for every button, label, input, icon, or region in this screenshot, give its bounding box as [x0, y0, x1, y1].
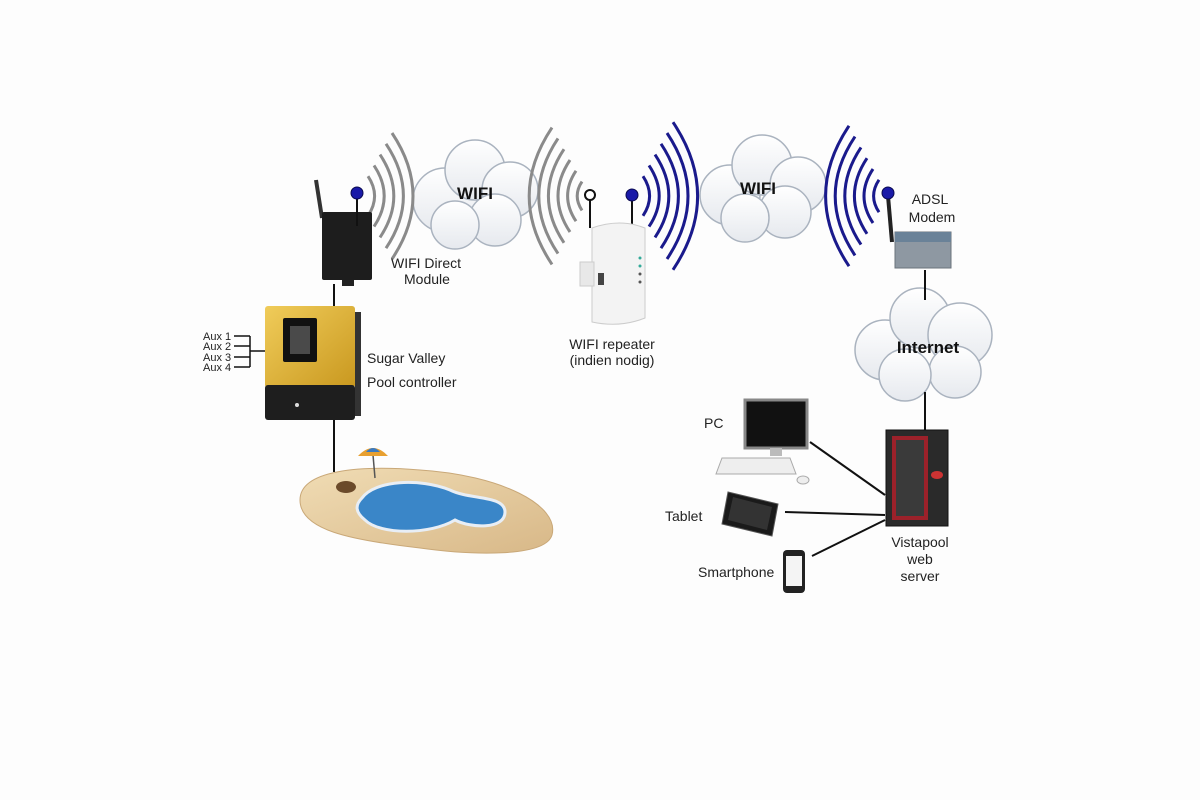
smartphone [783, 550, 805, 593]
pc [715, 398, 810, 485]
modem-label-2: Modem [909, 209, 956, 225]
aux-bracket [234, 335, 265, 368]
signal-arc [537, 137, 560, 255]
signal-arc [384, 142, 405, 250]
server-label-2: web [906, 551, 933, 567]
signal-arc [824, 124, 851, 268]
signal-arc [556, 159, 572, 233]
signal-arc [653, 153, 671, 239]
signal-arc [665, 132, 690, 260]
adsl-modem [881, 186, 952, 269]
modem-label-1: ADSL [912, 191, 949, 207]
pool-controller [265, 306, 361, 420]
wifi-cloud-right-label: WIFI [740, 179, 776, 198]
signal-arc [527, 126, 554, 266]
wifi-signal-waves [366, 121, 881, 271]
signal-arc [372, 164, 386, 228]
signal-arc [833, 135, 857, 257]
wifi-direct-module [314, 179, 372, 286]
connection-lines [333, 270, 926, 557]
signal-arc [647, 164, 661, 228]
signal-arc [566, 169, 578, 223]
wifi-repeater [579, 188, 646, 325]
aux-1-label: Aux 1 [203, 331, 231, 343]
signal-arc [390, 132, 415, 260]
server-label-3: server [901, 568, 940, 584]
wifi-module-label-1: WIFI Direct [391, 255, 461, 271]
signal-arc [843, 146, 863, 246]
signal-arc [575, 180, 584, 212]
controller-label-1: Sugar Valley [367, 350, 445, 366]
web-server [885, 429, 949, 527]
repeater-label-1: WIFI repeater [569, 336, 655, 352]
signal-arc [378, 153, 396, 239]
wifi-cloud-left-label: WIFI [457, 184, 493, 203]
pool-illustration [299, 448, 554, 554]
internet-cloud [854, 287, 993, 402]
wifi-module-label-2: Module [404, 271, 450, 287]
wifi-cloud-left [412, 139, 539, 250]
signal-arc [547, 148, 566, 244]
signal-arc [659, 142, 680, 250]
signal-arc [852, 157, 869, 235]
pc-label: PC [704, 415, 723, 431]
aux-2-label: Aux 2 [203, 341, 231, 353]
controller-label-2: Pool controller [367, 374, 457, 390]
signal-arc [862, 168, 875, 224]
repeater-label-2: (indien nodig) [570, 352, 655, 368]
signal-arc [366, 175, 377, 217]
wifi-cloud-right [699, 134, 827, 243]
signal-arc [671, 121, 699, 271]
tablet-label: Tablet [665, 508, 702, 524]
aux-4-label: Aux 4 [203, 362, 231, 374]
server-label-1: Vistapool [891, 534, 948, 550]
smartphone-label: Smartphone [698, 564, 774, 580]
signal-arc [872, 178, 881, 214]
internet-cloud-label: Internet [897, 338, 960, 357]
tablet [721, 491, 779, 537]
aux-3-label: Aux 3 [203, 352, 231, 364]
signal-arc [641, 175, 652, 217]
